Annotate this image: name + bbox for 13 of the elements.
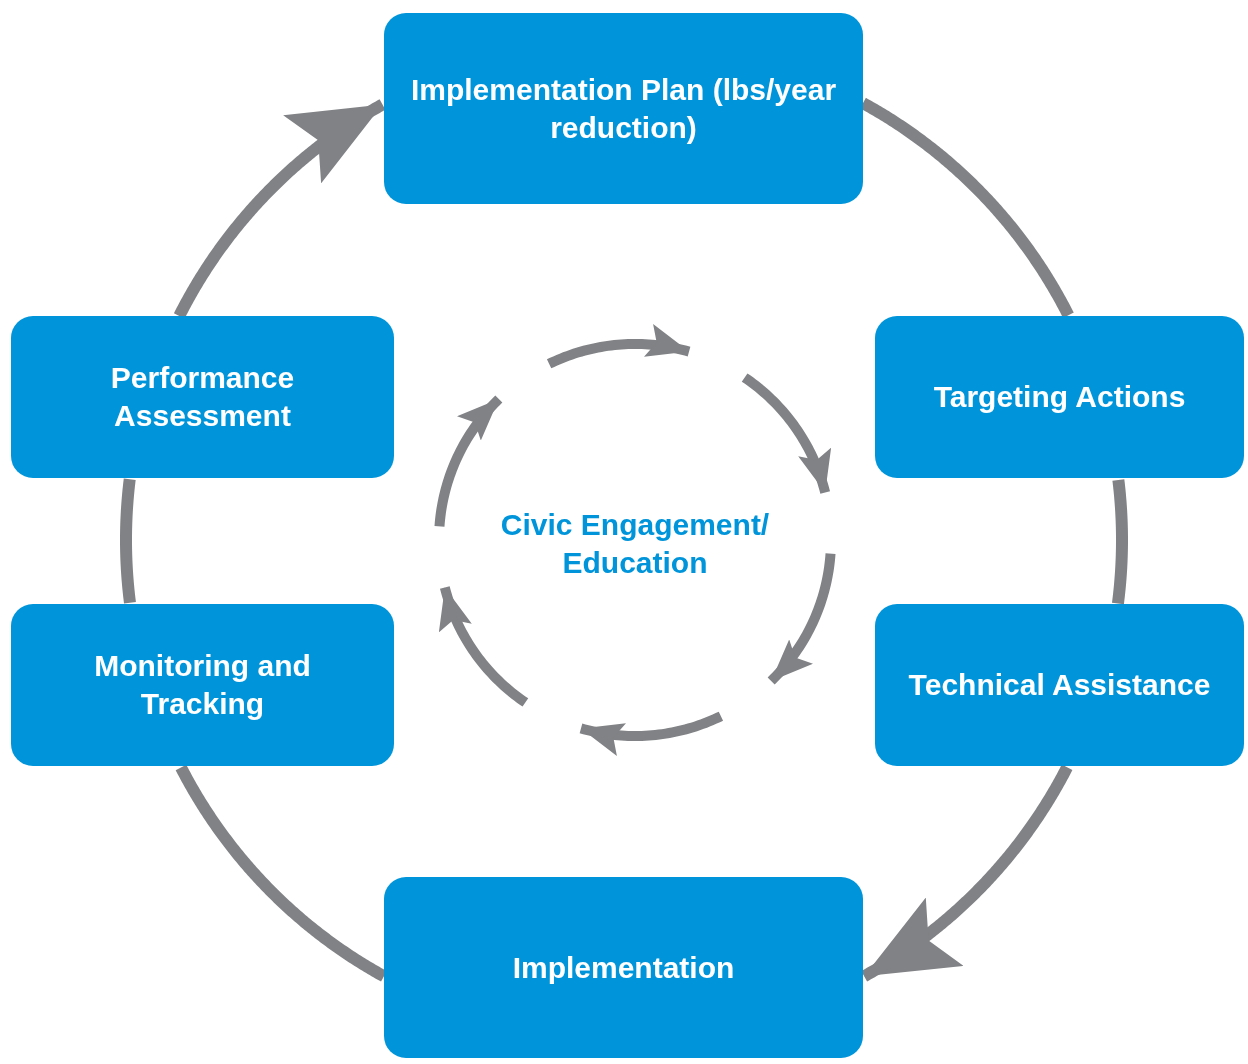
step-label: Implementation [512,949,735,986]
process-box [11,316,394,478]
process-box [875,604,1244,766]
process-box [11,604,394,766]
step-label: Targeting Actions [933,379,1186,415]
step-label: Performance Assessment [109,360,296,434]
process-box [384,13,863,204]
process-box [875,316,1244,478]
step-label: Implementation Plan (lbs/year reduction) [409,71,838,146]
center-label: Civic Engagement/ Education [499,507,771,581]
process-box [384,877,863,1058]
step-label: Technical Assistance [908,667,1211,703]
step-label: Monitoring and Tracking [93,648,312,722]
